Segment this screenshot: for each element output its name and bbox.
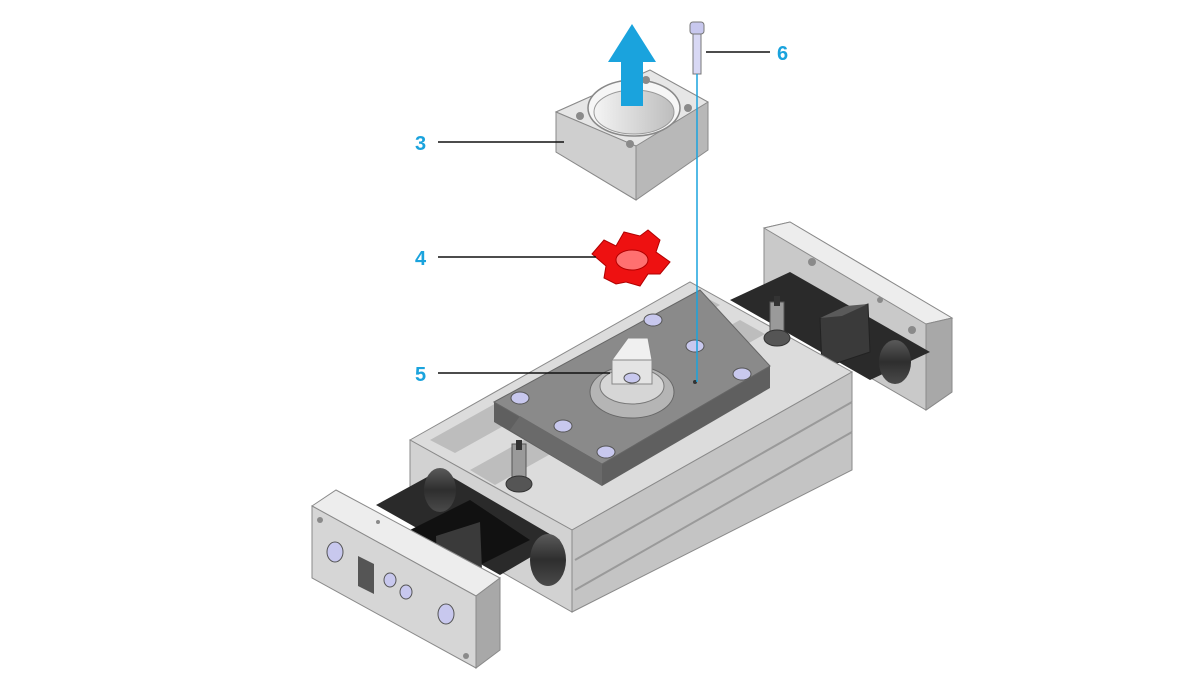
callout-number-4: 4 xyxy=(415,248,427,270)
plate-screw xyxy=(685,339,705,353)
front-end-plate xyxy=(311,489,501,669)
plate-screw xyxy=(643,313,663,327)
plate-screw xyxy=(510,391,530,405)
callout-number-3: 3 xyxy=(415,133,426,155)
carriage-plate xyxy=(492,289,771,486)
callout-number-6: 6 xyxy=(777,43,788,65)
arrow-up-icon xyxy=(608,24,656,106)
callout-number-5: 5 xyxy=(415,364,426,386)
sensor-post-rear xyxy=(763,296,791,347)
plate-screw xyxy=(553,419,573,433)
plate-screw xyxy=(732,367,752,381)
sensor-post-front xyxy=(505,440,533,493)
part-4-coupling-spider xyxy=(591,229,671,287)
part-3-adapter-flange xyxy=(554,69,709,201)
plate-screw xyxy=(596,445,616,459)
part-6-screw xyxy=(689,21,705,75)
